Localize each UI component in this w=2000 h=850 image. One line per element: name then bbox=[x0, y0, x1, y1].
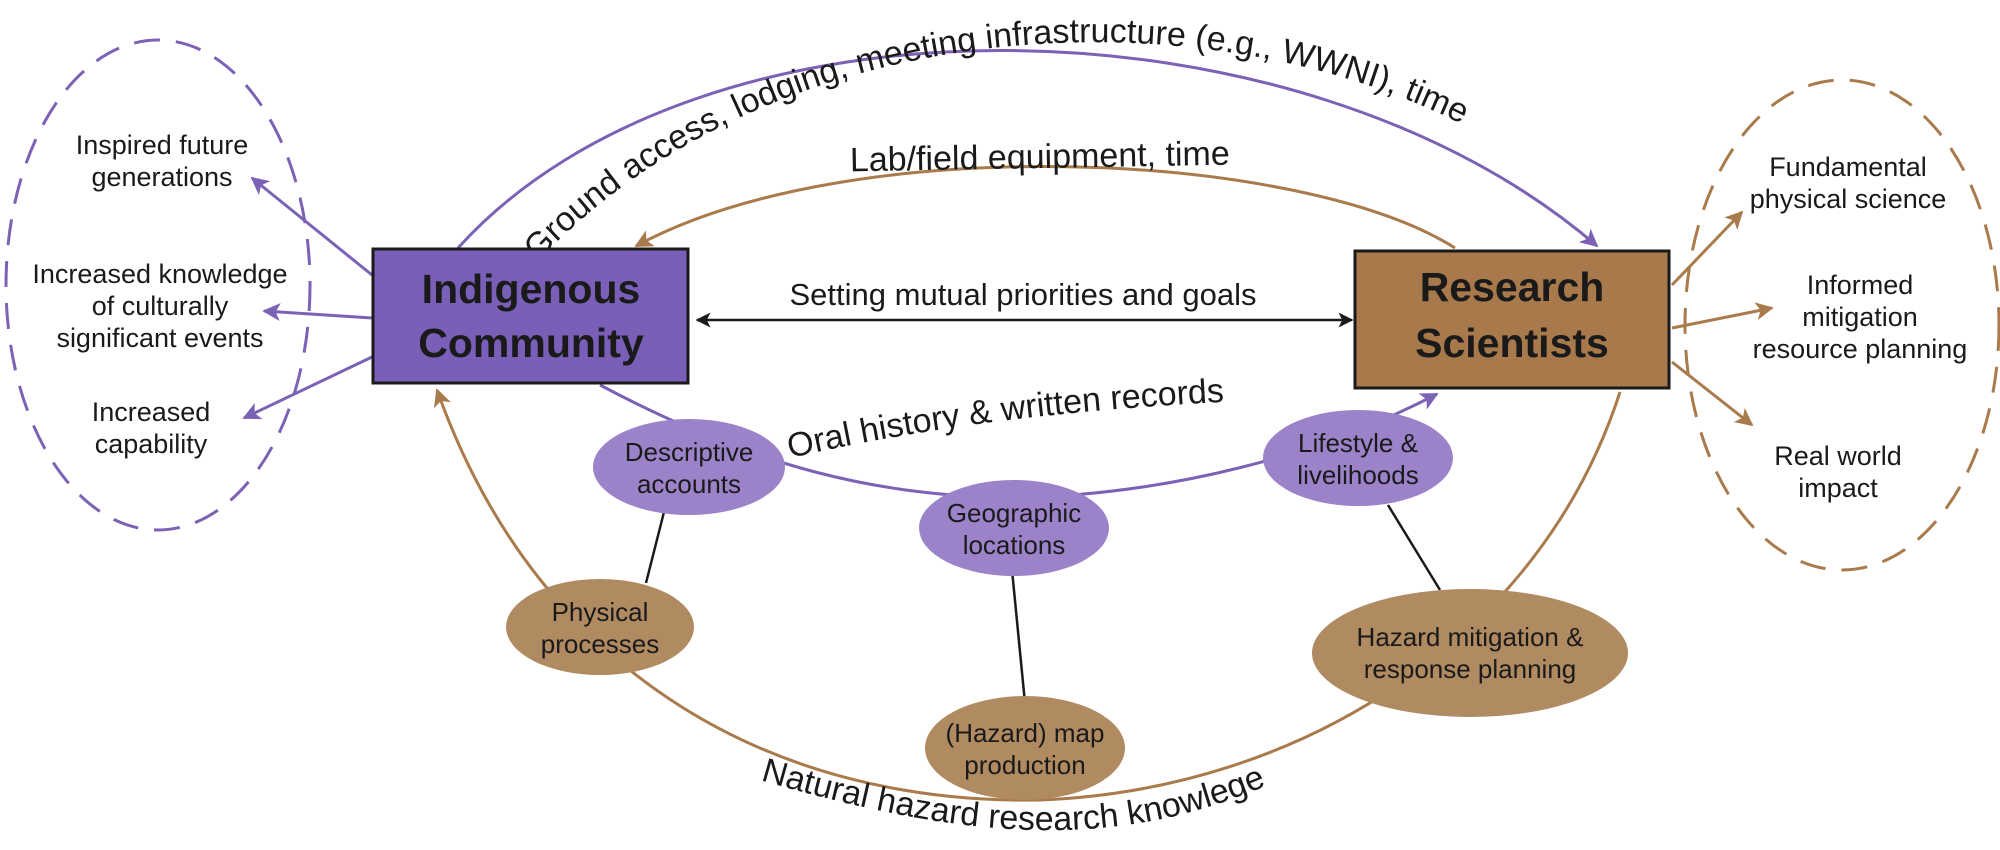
top-arc-arrow bbox=[456, 49, 1599, 250]
node-lifestyle-livelihoods: Lifestyle & livelihoods bbox=[1263, 410, 1453, 506]
lab-arc-label: Lab/field equipment, time bbox=[850, 135, 1231, 180]
indigenous-line1: Indigenous bbox=[422, 266, 641, 312]
indigenous-community-box: Indigenous Community bbox=[371, 247, 690, 385]
map-line1: (Hazard) map bbox=[946, 718, 1105, 748]
physical-line2: processes bbox=[541, 629, 660, 659]
lifestyle-line2: livelihoods bbox=[1297, 460, 1418, 490]
node-physical-processes: Physical processes bbox=[506, 579, 694, 675]
capability-line1: Increased bbox=[92, 397, 211, 427]
geographic-line2: locations bbox=[963, 530, 1066, 560]
physical-line1: Physical bbox=[552, 597, 649, 627]
connector-descriptive-physical bbox=[644, 511, 666, 584]
mitigation-line2: response planning bbox=[1364, 654, 1577, 684]
node-hazard-map-production: (Hazard) map production bbox=[925, 696, 1125, 800]
connector-geographic-map bbox=[1010, 569, 1027, 704]
capability-line2: capability bbox=[95, 429, 208, 459]
realworld-line1: Real world bbox=[1774, 441, 1902, 471]
lifestyle-line1: Lifestyle & bbox=[1298, 428, 1418, 458]
fundamental-line1: Fundamental bbox=[1769, 152, 1927, 182]
fundamental-line2: physical science bbox=[1750, 184, 1947, 214]
connector-lifestyle-mitigation bbox=[1386, 504, 1442, 591]
arrow-realworld bbox=[1671, 360, 1754, 427]
outcome-knowledge: Increased knowledge of culturally signif… bbox=[32, 259, 287, 353]
node-descriptive-accounts: Descriptive accounts bbox=[593, 419, 785, 515]
map-line2: production bbox=[964, 750, 1085, 780]
arrow-fundamental bbox=[1670, 210, 1744, 287]
oral-history-label-text: Oral history & written records bbox=[784, 372, 1225, 466]
node-hazard-mitigation: Hazard mitigation & response planning bbox=[1312, 589, 1628, 717]
mitigation-line1: Hazard mitigation & bbox=[1357, 622, 1584, 652]
knowledge-line3: significant events bbox=[56, 323, 263, 353]
descriptive-line2: accounts bbox=[637, 469, 741, 499]
outcome-capability: Increased capability bbox=[92, 397, 211, 459]
arrow-informed bbox=[1671, 302, 1774, 330]
knowledge-line1: Increased knowledge bbox=[32, 259, 287, 289]
research-scientists-box: Research Scientists bbox=[1353, 249, 1671, 390]
inspired-line1: Inspired future bbox=[76, 130, 249, 160]
indigenous-line2: Community bbox=[418, 320, 644, 366]
outcome-fundamental: Fundamental physical science bbox=[1750, 152, 1947, 214]
knowledge-line2: of culturally bbox=[92, 291, 229, 321]
descriptive-line1: Descriptive bbox=[625, 437, 754, 467]
lab-arc-arrow bbox=[634, 165, 1456, 250]
node-geographic-locations: Geographic locations bbox=[919, 480, 1109, 576]
outcome-realworld: Real world impact bbox=[1774, 441, 1902, 503]
outcome-inspired: Inspired future generations bbox=[76, 130, 249, 192]
informed-line3: resource planning bbox=[1753, 334, 1968, 364]
scientists-line1: Research bbox=[1420, 264, 1605, 310]
geographic-line1: Geographic bbox=[947, 498, 1081, 528]
informed-line2: mitigation bbox=[1802, 302, 1918, 332]
arrow-capability bbox=[242, 355, 373, 420]
scientists-line2: Scientists bbox=[1415, 320, 1609, 366]
realworld-line2: impact bbox=[1798, 473, 1878, 503]
outcome-informed: Informed mitigation resource planning bbox=[1753, 270, 1968, 364]
arrow-inspired bbox=[250, 176, 373, 277]
inspired-line2: generations bbox=[91, 162, 232, 192]
informed-line1: Informed bbox=[1807, 270, 1914, 300]
mutual-priorities-label: Setting mutual priorities and goals bbox=[790, 277, 1257, 312]
community-outcomes-ellipse bbox=[4, 38, 312, 532]
oral-history-label: Oral history & written records bbox=[784, 372, 1225, 466]
arrow-knowledge bbox=[262, 303, 373, 322]
